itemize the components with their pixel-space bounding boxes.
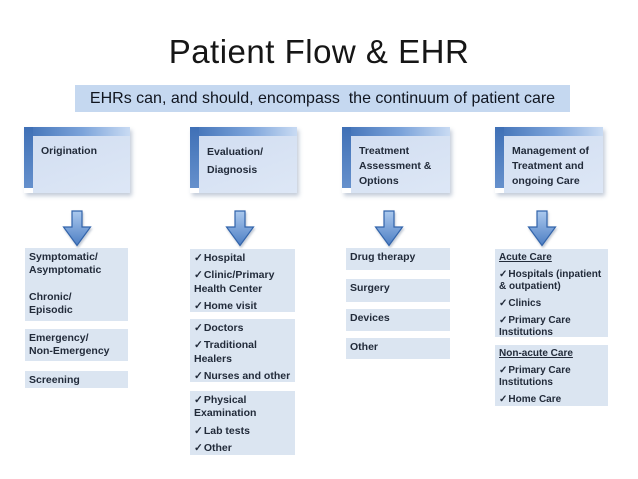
- slide-subtitle: EHRs can, and should, encompass the cont…: [75, 85, 570, 112]
- down-arrow-icon: [225, 210, 255, 247]
- header-top-band: [495, 127, 603, 136]
- box-item-text: Hospitals (inpatient & outpatient): [499, 268, 602, 293]
- check-icon: ✓: [194, 299, 203, 312]
- box-item-text: Physical Examination: [194, 394, 257, 420]
- down-arrow-icon: [527, 210, 557, 247]
- box-item-text: Nurses and other healthcare providers: [203, 369, 291, 382]
- box-item-text: Home visit: [203, 299, 257, 312]
- header-top-band: [190, 127, 297, 136]
- box-item: Surgery: [350, 282, 447, 295]
- box-item: Drug therapy: [350, 251, 447, 264]
- box-item-text: Primary Care Institutions: [499, 314, 571, 337]
- box-item: Devices: [350, 312, 447, 325]
- box-item: Emergency/ Non-Emergency: [29, 332, 125, 359]
- box-item-text: Acute Care: [499, 252, 552, 263]
- header-label: Origination: [33, 136, 130, 193]
- box-item-text: Doctors: [203, 322, 244, 334]
- content-box: Acute Care✓Hospitals (inpatient & outpat…: [495, 249, 608, 337]
- check-icon: ✓: [499, 298, 508, 310]
- box-item: ✓Hospitals (inpatient & outpatient): [499, 269, 605, 294]
- box-item: ✓Hospital: [194, 252, 292, 265]
- down-arrow-icon: [374, 210, 404, 247]
- check-icon: ✓: [194, 424, 203, 437]
- box-item-text: Hospital: [203, 252, 246, 264]
- box-item-text: Symptomatic/ Asymptomatic Chronic/ Episo…: [29, 251, 102, 317]
- stage-header-treatment-options: Treatment Assessment & Options: [342, 127, 450, 193]
- box-item: ✓Doctors: [194, 322, 292, 335]
- header-left-band: [24, 127, 33, 188]
- box-item: ✓Lab tests: [194, 425, 292, 438]
- content-box: Screening: [25, 371, 128, 388]
- down-arrow-icon: [62, 210, 92, 247]
- box-item: ✓Physical Examination: [194, 394, 292, 421]
- stage-header-evaluation-diagnosis: Evaluation/ Diagnosis: [190, 127, 297, 193]
- header-label: Evaluation/ Diagnosis: [199, 136, 297, 193]
- content-box: ✓Physical Examination✓Lab tests✓Other di…: [190, 391, 295, 455]
- content-box: Surgery: [346, 279, 450, 302]
- header-top-band: [24, 127, 130, 136]
- box-item-text: Surgery: [350, 282, 390, 294]
- box-item-text: Clinics: [508, 298, 542, 310]
- box-item-text: Lab tests: [203, 424, 250, 437]
- box-item: ✓Traditional Healers: [194, 339, 292, 366]
- content-box: ✓Doctors✓Traditional Healers✓Nurses and …: [190, 319, 295, 382]
- box-item: ✓Home Care: [499, 394, 605, 406]
- box-item: Symptomatic/ Asymptomatic Chronic/ Episo…: [29, 251, 125, 318]
- box-item: Acute Care: [499, 252, 605, 265]
- check-icon: ✓: [194, 252, 203, 264]
- box-item: Screening: [29, 374, 125, 387]
- box-item: ✓Other diagnostics: [194, 442, 292, 455]
- check-icon: ✓: [499, 268, 508, 280]
- box-item: ✓Primary Care Institutions: [499, 365, 605, 390]
- box-item: Non-acute Care: [499, 348, 605, 361]
- box-item-text: Clinic/Primary Health Center: [194, 269, 275, 295]
- box-item-text: Other: [350, 341, 379, 353]
- box-item: ✓Primary Care Institutions: [499, 315, 605, 337]
- header-label: Management of Treatment and ongoing Care: [504, 136, 603, 193]
- header-left-band: [495, 127, 504, 188]
- box-item: ✓Nurses and other healthcare providers: [194, 370, 292, 382]
- box-item-text: Non-acute Care: [499, 348, 573, 359]
- slide-title: Patient Flow & EHR: [168, 33, 470, 70]
- content-box: Symptomatic/ Asymptomatic Chronic/ Episo…: [25, 248, 128, 321]
- check-icon: ✓: [194, 369, 203, 382]
- box-item-text: Emergency/ Non-Emergency: [29, 332, 110, 358]
- check-icon: ✓: [499, 394, 508, 406]
- header-left-band: [190, 127, 199, 188]
- box-item: ✓Clinic/Primary Health Center: [194, 269, 292, 296]
- stage-header-origination: Origination: [24, 127, 130, 193]
- content-box: ✓Hospital✓Clinic/Primary Health Center✓H…: [190, 249, 295, 312]
- check-icon: ✓: [194, 441, 203, 454]
- box-item: ✓Clinics: [499, 298, 605, 311]
- box-item: ✓Home visit: [194, 300, 292, 312]
- check-icon: ✓: [194, 269, 203, 282]
- box-item: Other: [350, 341, 447, 354]
- content-box: Non-acute Care✓Primary Care Institutions…: [495, 345, 608, 406]
- header-top-band: [342, 127, 450, 136]
- box-item-text: Screening: [29, 374, 80, 386]
- box-item-text: Other diagnostics: [203, 441, 232, 454]
- content-box: Other: [346, 338, 450, 359]
- check-icon: ✓: [499, 364, 508, 376]
- box-item-text: Drug therapy: [350, 251, 416, 263]
- check-icon: ✓: [194, 339, 203, 352]
- check-icon: ✓: [194, 322, 203, 334]
- header-label: Treatment Assessment & Options: [351, 136, 450, 193]
- box-item-text: Devices: [350, 312, 390, 324]
- box-item-text: Primary Care Institutions: [499, 364, 571, 389]
- content-box: Emergency/ Non-Emergency: [25, 329, 128, 361]
- box-item-text: Home Care: [508, 394, 562, 406]
- check-icon: ✓: [194, 394, 203, 406]
- stage-header-management-care: Management of Treatment and ongoing Care: [495, 127, 603, 193]
- check-icon: ✓: [499, 314, 508, 326]
- content-box: Drug therapy: [346, 248, 450, 270]
- content-box: Devices: [346, 309, 450, 331]
- box-item-text: Traditional Healers: [194, 339, 257, 365]
- header-left-band: [342, 127, 351, 188]
